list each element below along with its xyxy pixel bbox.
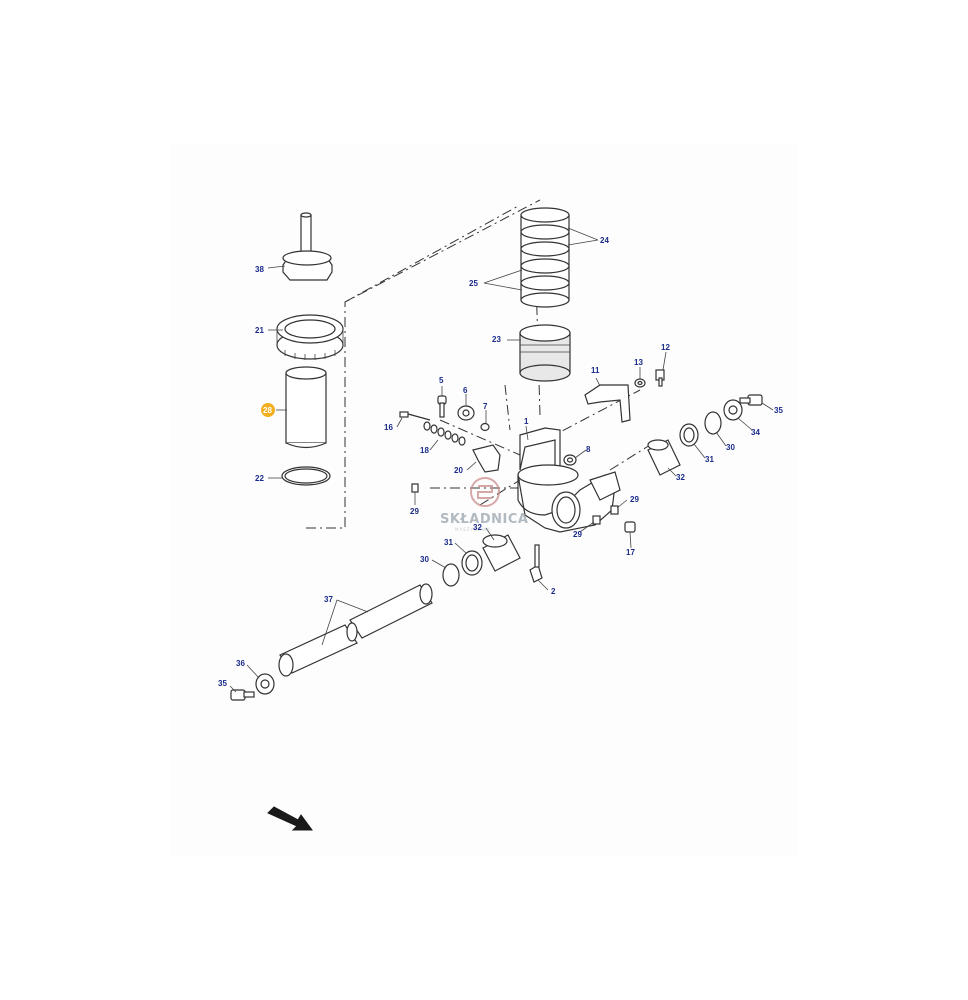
- part-31-seal-right: [679, 423, 699, 447]
- callout-18[interactable]: 18: [420, 446, 429, 455]
- part-29-nipple-right: [610, 505, 619, 515]
- part-16-pin: [399, 411, 431, 421]
- watermark-title: SKŁADNICA: [440, 512, 528, 527]
- callout-13[interactable]: 13: [634, 358, 643, 367]
- part-38-shaft-cap: [282, 212, 333, 281]
- callout-12[interactable]: 12: [661, 343, 670, 352]
- part-21-ring-gear: [276, 314, 344, 360]
- part-13-washer: [634, 378, 646, 388]
- callout-34[interactable]: 34: [751, 428, 760, 437]
- part-35-bolt-left: [230, 689, 255, 701]
- leader-lines: [229, 227, 774, 693]
- part-23-piston: [519, 324, 571, 382]
- callout-31-left[interactable]: 31: [444, 538, 453, 547]
- callout-25[interactable]: 25: [469, 279, 478, 288]
- callout-8[interactable]: 8: [586, 445, 591, 454]
- part-12-screw: [655, 369, 665, 387]
- callout-38[interactable]: 38: [255, 265, 264, 274]
- callout-2[interactable]: 2: [551, 587, 556, 596]
- callout-32-left[interactable]: 32: [473, 523, 482, 532]
- callout-36[interactable]: 36: [236, 659, 245, 668]
- part-5-bolt: [437, 395, 447, 418]
- part-30-oring-left: [442, 563, 460, 587]
- part-7-nut: [480, 422, 490, 432]
- callout-35-left[interactable]: 35: [218, 679, 227, 688]
- part-8-nut: [563, 454, 577, 466]
- callout-35-right[interactable]: 35: [774, 406, 783, 415]
- callout-labels: 38 21 28 22 24 25 23 12 13 11 5 6 7 35 3…: [218, 236, 783, 688]
- part-29-nipple-low: [592, 515, 601, 525]
- callout-16[interactable]: 16: [384, 423, 393, 432]
- callout-32-right[interactable]: 32: [676, 473, 685, 482]
- watermark: SKŁADNICA MASZYNOWA: [440, 477, 528, 532]
- part-6-bearing: [457, 405, 475, 421]
- callout-21[interactable]: 21: [255, 326, 264, 335]
- part-20-clamp: [472, 444, 501, 473]
- part-30-oring-right: [704, 411, 722, 435]
- callout-5[interactable]: 5: [439, 376, 444, 385]
- callout-31-right[interactable]: 31: [705, 455, 714, 464]
- callout-24[interactable]: 24: [600, 236, 609, 245]
- callout-6[interactable]: 6: [463, 386, 468, 395]
- callout-37[interactable]: 37: [324, 595, 333, 604]
- part-34-cap-right: [723, 399, 743, 421]
- part-28-cylinder: [285, 366, 327, 449]
- highlight-badge: [261, 403, 275, 417]
- callout-29-low[interactable]: 29: [573, 530, 582, 539]
- callout-1[interactable]: 1: [524, 417, 529, 426]
- watermark-subtitle: MASZYNOWA: [455, 527, 491, 532]
- part-36-cap-left: [255, 673, 275, 695]
- arrow-down-right-icon: [267, 806, 313, 831]
- callout-7[interactable]: 7: [483, 402, 488, 411]
- part-18-washer-stack: [423, 421, 466, 446]
- part-2-fitting: [529, 544, 543, 583]
- part-29-grease-nipple-left: [411, 483, 419, 493]
- callout-30-left[interactable]: 30: [420, 555, 429, 564]
- part-37-tube: [278, 583, 433, 677]
- callout-28[interactable]: 28: [263, 406, 272, 415]
- drawing-panel: [170, 145, 798, 855]
- callout-23[interactable]: 23: [492, 335, 501, 344]
- callout-29-left[interactable]: 29: [410, 507, 419, 516]
- part-11-bracket: [584, 384, 631, 423]
- callout-29-right[interactable]: 29: [630, 495, 639, 504]
- part-32-bushing-left: [482, 534, 521, 572]
- callout-22[interactable]: 22: [255, 474, 264, 483]
- callout-20[interactable]: 20: [454, 466, 463, 475]
- part-31-seal-left: [461, 550, 483, 576]
- part-22-snap-ring: [281, 466, 331, 486]
- part-32-bushing-right: [647, 439, 681, 476]
- part-35-bolt-right: [739, 394, 763, 406]
- part-24-25-spring-stack: [520, 207, 570, 308]
- part-17-bolt: [624, 521, 636, 533]
- callout-30-right[interactable]: 30: [726, 443, 735, 452]
- callout-17[interactable]: 17: [626, 548, 635, 557]
- part-1-housing: [517, 427, 621, 533]
- callout-11[interactable]: 11: [591, 366, 600, 375]
